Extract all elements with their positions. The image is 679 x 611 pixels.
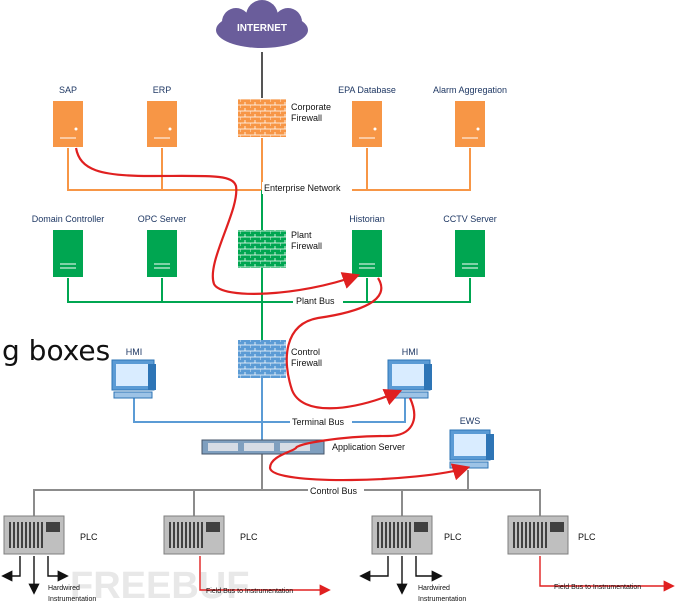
server-label-epa-database: EPA Database xyxy=(338,85,396,95)
server-icon xyxy=(455,230,485,277)
internet-cloud: INTERNET xyxy=(216,0,308,48)
terminal-bus-label: Terminal Bus xyxy=(292,417,345,427)
enterprise-network-label: Enterprise Network xyxy=(264,183,341,193)
ews-workstation: EWS xyxy=(449,416,494,469)
server-label-cctv-server: CCTV Server xyxy=(443,214,497,224)
hmi-right-label: HMI xyxy=(402,347,419,357)
hardwired-label-left-2: Instrumentation xyxy=(48,596,96,603)
hardwired-label-right-1: Hardwired xyxy=(418,585,450,592)
plc-units: PLC PLC PLC PLC xyxy=(3,515,596,555)
control-firewall-label-2: Firewall xyxy=(291,358,322,368)
server-label-domain-controller: Domain Controller xyxy=(32,214,105,224)
plant-firewall: Plant Firewall xyxy=(238,230,322,268)
ews-label: EWS xyxy=(460,416,481,426)
hmi-left-label: HMI xyxy=(126,347,143,357)
firewall-icon xyxy=(238,99,286,137)
firewall-icon xyxy=(238,340,286,378)
attack-path xyxy=(268,397,471,482)
control-firewall: Control Firewall xyxy=(238,340,322,378)
control-bus-label: Control Bus xyxy=(310,486,358,496)
server-icon xyxy=(352,230,382,277)
server-icon xyxy=(147,101,177,147)
plant-bus-lines xyxy=(67,190,471,340)
fieldbus-label-1: Field Bus to Instrumentation xyxy=(206,588,293,595)
internet-label: INTERNET xyxy=(237,23,287,34)
server-icon xyxy=(53,230,83,277)
server-icon xyxy=(455,101,485,147)
keyboard-icon xyxy=(449,461,489,469)
plc-icon xyxy=(3,515,65,555)
plant-bus-label: Plant Bus xyxy=(296,296,335,306)
hardwired-label-right-2: Instrumentation xyxy=(418,596,466,603)
attack-path xyxy=(285,277,403,410)
fieldbus-arrows xyxy=(199,556,675,596)
control-bus-lines xyxy=(33,454,541,516)
attack-path xyxy=(74,147,361,295)
control-firewall-label-1: Control xyxy=(291,347,320,357)
terminal-bus-lines xyxy=(133,378,406,440)
keyboard-icon xyxy=(113,391,153,399)
corporate-firewall: Corporate Firewall xyxy=(238,99,331,137)
hmi-left-workstation: HMI xyxy=(111,347,156,399)
corporate-firewall-label-1: Corporate xyxy=(291,102,331,112)
plant-firewall-label-1: Plant xyxy=(291,230,312,240)
server-label-historian: Historian xyxy=(349,214,385,224)
server-label-opc-server: OPC Server xyxy=(138,214,187,224)
plc-label-2: PLC xyxy=(240,532,258,542)
hardwired-arrows-right xyxy=(359,556,443,595)
application-server: Application Server xyxy=(201,439,405,455)
plant-servers: Domain Controller OPC Server Historian C… xyxy=(32,214,497,277)
server-icon xyxy=(352,101,382,147)
plc-icon xyxy=(371,515,433,555)
plant-firewall-label-2: Firewall xyxy=(291,241,322,251)
server-icon xyxy=(147,230,177,277)
fieldbus-label-2: Field Bus to Instrumentation xyxy=(554,584,641,591)
watermark-text: FREEBUF xyxy=(70,565,249,607)
plc-label-1: PLC xyxy=(80,532,98,542)
hmi-right-workstation: HMI xyxy=(387,347,432,399)
server-label-erp: ERP xyxy=(153,85,172,95)
plc-icon xyxy=(163,515,225,555)
server-label-alarm-aggregation: Alarm Aggregation xyxy=(433,85,507,95)
hardwired-arrows-left xyxy=(1,556,69,595)
firewall-icon xyxy=(238,230,286,268)
application-server-label: Application Server xyxy=(332,442,405,452)
corporate-firewall-label-2: Firewall xyxy=(291,113,322,123)
enterprise-servers: SAP ERP EPA Database Alarm Aggregation xyxy=(53,85,507,147)
plc-label-4: PLC xyxy=(578,532,596,542)
plc-icon xyxy=(507,515,569,555)
plc-label-3: PLC xyxy=(444,532,462,542)
hardwired-label-left-1: Hardwired xyxy=(48,585,80,592)
overlay-text: g boxes xyxy=(2,334,110,367)
server-label-sap: SAP xyxy=(59,85,77,95)
server-icon xyxy=(53,101,83,147)
